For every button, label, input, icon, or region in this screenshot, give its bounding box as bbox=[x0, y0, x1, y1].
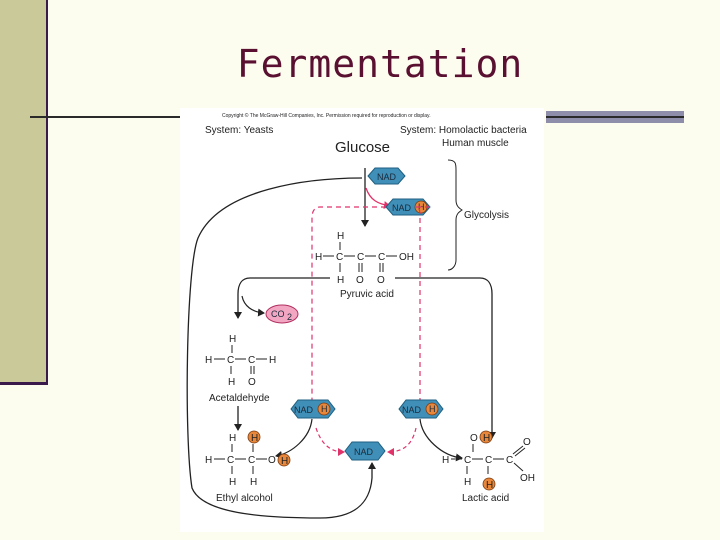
pyruvate-to-lactate-arrow bbox=[395, 277, 496, 439]
ethyl-h-top1: H bbox=[229, 433, 236, 444]
pyruvic-acid-structure: H H C C C OH H O O Pyruvic acid bbox=[315, 231, 414, 300]
acet-h-bottom: H bbox=[228, 377, 235, 388]
ethyl-h-bottom2: H bbox=[250, 477, 257, 488]
nadh-label-left: NAD bbox=[294, 405, 314, 415]
co2-subscript: 2 bbox=[287, 312, 292, 322]
ethyl-c1: C bbox=[227, 455, 234, 466]
slide-title: Fermentation bbox=[236, 42, 524, 86]
nad-hexagon-center bbox=[344, 441, 386, 461]
nad-reduction-arrow bbox=[365, 187, 391, 209]
ethyl-c2: C bbox=[248, 455, 255, 466]
lactic-acid-label: Lactic acid bbox=[462, 493, 509, 504]
nad-label-center: NAD bbox=[354, 447, 374, 457]
title-rule-right-line bbox=[546, 116, 684, 118]
h-circle-left bbox=[317, 402, 331, 416]
glycolysis-label: Glycolysis bbox=[464, 210, 509, 221]
h-label-top: H bbox=[418, 202, 425, 212]
system-bacteria-label: System: Homolactic bacteria bbox=[400, 125, 527, 136]
nadh-right-to-lactate-arrow bbox=[419, 418, 463, 462]
glucose-label: Glucose bbox=[335, 139, 390, 156]
lactic-c1: C bbox=[464, 455, 471, 466]
lactic-h-top: H bbox=[483, 433, 490, 444]
h-circle-right bbox=[425, 402, 439, 416]
co2-label: CO bbox=[271, 309, 285, 319]
lactic-acid-structure: O H H C C C O OH H H Lactic acid bbox=[442, 430, 535, 504]
nadh-label-right: NAD bbox=[402, 405, 422, 415]
lactic-c2: C bbox=[485, 455, 492, 466]
left-accent-bar bbox=[0, 0, 48, 385]
acet-h-left: H bbox=[205, 355, 212, 366]
nad-label-top: NAD bbox=[377, 172, 397, 182]
acet-h-right: H bbox=[269, 355, 276, 366]
yeast-regeneration-arrow bbox=[186, 177, 376, 519]
nad-regeneration-left bbox=[315, 427, 345, 456]
dashed-nadh-right bbox=[415, 206, 430, 400]
lactic-h-bottom: H bbox=[486, 480, 493, 491]
left-accent-base bbox=[0, 382, 48, 385]
title-rule-left bbox=[30, 116, 182, 118]
pyruvic-o1: O bbox=[356, 275, 364, 286]
lactic-c3: C bbox=[506, 455, 513, 466]
ethyl-alcohol-structure: H H H C C O H H H Ethyl alcohol bbox=[205, 430, 291, 504]
system-muscle-label: Human muscle bbox=[442, 138, 509, 149]
nad-regeneration-right bbox=[387, 427, 417, 456]
copyright-text: Copyright © The McGraw-Hill Companies, I… bbox=[222, 112, 431, 119]
acetaldehyde-label: Acetaldehyde bbox=[209, 393, 270, 404]
acet-c1: C bbox=[227, 355, 234, 366]
acetaldehyde-structure: H H C C H H O Acetaldehyde bbox=[205, 334, 276, 404]
system-yeasts-label: System: Yeasts bbox=[205, 125, 273, 136]
co2-oval bbox=[265, 304, 299, 324]
lactic-h-left: H bbox=[442, 455, 449, 466]
acet-h-top: H bbox=[229, 334, 236, 345]
pyruvic-acid-label: Pyruvic acid bbox=[340, 289, 394, 300]
ethyl-h-top2: H bbox=[251, 433, 258, 444]
acet-o: O bbox=[248, 377, 256, 388]
lactic-h-bottom2: H bbox=[464, 477, 471, 488]
lactic-o-top: O bbox=[470, 433, 478, 444]
nadh-label-top: NAD bbox=[392, 203, 412, 213]
nad-hexagon-top bbox=[367, 167, 406, 185]
pyruvic-h-bottom: H bbox=[337, 275, 344, 286]
acet-c2: C bbox=[248, 355, 255, 366]
ethyl-o: O bbox=[268, 455, 276, 466]
h-label-left: H bbox=[321, 404, 328, 414]
nadh-left-to-ethanol-arrow bbox=[275, 418, 313, 459]
pyruvic-h-left: H bbox=[315, 252, 322, 263]
ethyl-h-left: H bbox=[205, 455, 212, 466]
pyruvic-oh: OH bbox=[399, 252, 414, 263]
ethyl-alcohol-label: Ethyl alcohol bbox=[216, 493, 273, 504]
co2-release-arrow bbox=[241, 295, 265, 317]
pyruvic-c1: C bbox=[336, 252, 343, 263]
pyruvic-o2: O bbox=[377, 275, 385, 286]
ethyl-oh-h: H bbox=[281, 456, 288, 467]
ethyl-h-bottom1: H bbox=[229, 477, 236, 488]
pyruvate-to-acetaldehyde-arrow bbox=[234, 277, 330, 319]
fermentation-diagram: Copyright © The McGraw-Hill Companies, I… bbox=[180, 108, 544, 532]
pyruvic-c2: C bbox=[357, 252, 364, 263]
pyruvic-c3: C bbox=[378, 252, 385, 263]
lactic-oh-right: OH bbox=[520, 473, 535, 484]
lactic-o-right: O bbox=[523, 437, 531, 448]
pyruvic-h-top: H bbox=[337, 231, 344, 242]
dashed-nadh-left bbox=[311, 206, 386, 400]
glycolysis-brace bbox=[447, 159, 463, 271]
h-label-right: H bbox=[429, 404, 436, 414]
